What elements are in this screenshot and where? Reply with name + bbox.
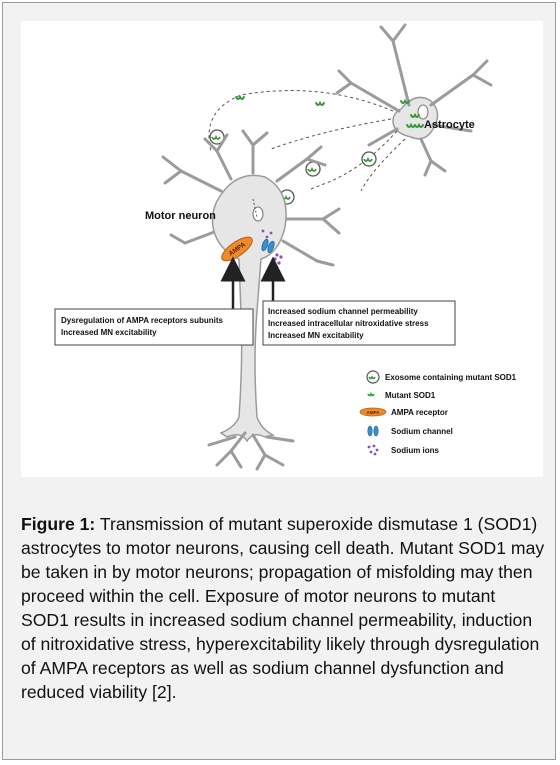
effect-sodium-line-1: Increased sodium channel permeability <box>268 307 418 316</box>
transport-paths <box>208 90 406 192</box>
caption-text: Transmission of mutant superoxide dismut… <box>21 513 545 702</box>
effect-box-sodium: Increased sodium channel permeability In… <box>262 300 456 346</box>
figure-caption: Figure 1: Transmission of mutant superox… <box>21 512 547 704</box>
effect-sodium-line-3: Increased MN excitability <box>268 331 364 340</box>
legend-ampa-symbol: AMPA <box>367 410 381 415</box>
sodium-channel <box>261 238 275 254</box>
caption-label: Figure 1: <box>21 513 96 534</box>
legend-label-sodium-ions: Sodium ions <box>391 446 440 455</box>
legend: Exosome containing mutant SOD1 Mutant SO… <box>359 370 517 456</box>
astrocyte-label: Astrocyte <box>424 119 475 131</box>
figure-diagram: Astrocyte <box>21 21 543 477</box>
astrocyte-sod1-group <box>400 98 424 128</box>
motor-neuron-label: Motor neuron <box>145 210 216 222</box>
astrocyte-cell <box>335 23 493 177</box>
sodium-ions-icon <box>367 444 379 456</box>
sodium-channel-icon <box>367 425 379 437</box>
legend-label-sodium-channel: Sodium channel <box>391 427 453 436</box>
motor-neuron-cell <box>161 129 341 471</box>
ampa-receptor-icon <box>359 407 387 417</box>
mutant-sod1-icon <box>367 391 375 397</box>
legend-item-ampa: AMPA AMPA receptor <box>359 407 448 417</box>
exosome-icon <box>366 370 380 384</box>
legend-label-exosome: Exosome containing mutant SOD1 <box>385 373 517 382</box>
legend-item-mutant-sod1: Mutant SOD1 <box>367 391 436 400</box>
uptake-arrow <box>252 198 258 218</box>
effect-ampa-line-1: Dysregulation of AMPA receptors subunits <box>61 316 223 325</box>
legend-item-exosome: Exosome containing mutant SOD1 <box>366 370 517 384</box>
legend-item-sodium-channel: Sodium channel <box>367 425 453 437</box>
effect-ampa-line-2: Increased MN excitability <box>61 328 157 337</box>
legend-label-mutant-sod1: Mutant SOD1 <box>385 391 436 400</box>
diagram-svg: Astrocyte <box>54 23 517 471</box>
legend-label-ampa: AMPA receptor <box>391 408 448 417</box>
effect-sodium-line-2: Increased intracellular nitroxidative st… <box>268 319 429 328</box>
legend-item-sodium-ions: Sodium ions <box>367 444 440 456</box>
effect-box-ampa: Dysregulation of AMPA receptors subunits… <box>54 308 254 346</box>
